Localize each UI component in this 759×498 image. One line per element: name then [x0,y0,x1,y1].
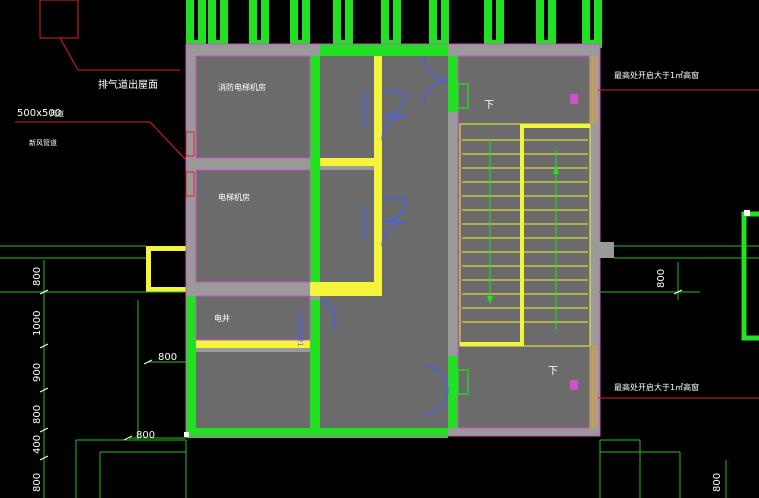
room-elevator-machine-label: 电梯机房 [218,192,250,202]
stair-down-top: 下 [484,100,494,111]
window-hatch-top [589,56,597,124]
dim-bottom-right-800: 800 [712,473,723,492]
right-green-frame [741,211,759,341]
dim-left-800-b: 800 [32,405,43,424]
dim-left-400: 400 [32,435,43,454]
green-walls [186,44,458,438]
shaft-label: 新风管道 [29,138,57,147]
stair [459,123,591,347]
door-fm1-label: FM乙1021 [360,92,368,127]
top-vent-shafts [186,0,602,48]
dimension-ticks [39,289,683,461]
window-note-top: 最高处开启大于1㎡高窗 [614,70,699,80]
red-leaders [15,0,759,399]
door-fm2-label: FM乙1021 [360,206,368,241]
white-marker-right [744,210,750,216]
right-wall-bump [598,242,614,258]
stair-down-bottom: 下 [548,366,558,377]
dim-left-800-c: 800 [32,473,43,492]
window-hatch-bottom [589,346,597,428]
doors [319,55,469,415]
dim-right-800: 800 [656,269,667,288]
room-fills [196,56,590,428]
yellow-walls [146,56,382,348]
window-note-bottom: 最高处开启大于1㎡高窗 [614,382,699,392]
shaft-size-suffix-label: 风道 [50,109,64,118]
dim-mid-800-b: 800 [136,430,155,441]
shaft-size-label: 500x500 [17,108,61,119]
room-electric-label: 电井 [214,313,230,323]
dim-mid-800-a: 800 [158,352,177,363]
door-fm3-label: FM丙0921 [296,312,304,347]
magenta-outlines [185,43,601,437]
dim-left-800-a: 800 [32,267,43,286]
dim-left-900: 900 [32,363,43,382]
room-fire-elevator-machine-label: 消防电梯机房 [218,82,266,92]
exhaust-roof-label: 排气道出屋面 [98,78,158,91]
magenta-marks [570,94,578,390]
dim-left-1000: 1000 [32,311,43,336]
white-marker-corner [184,432,189,437]
